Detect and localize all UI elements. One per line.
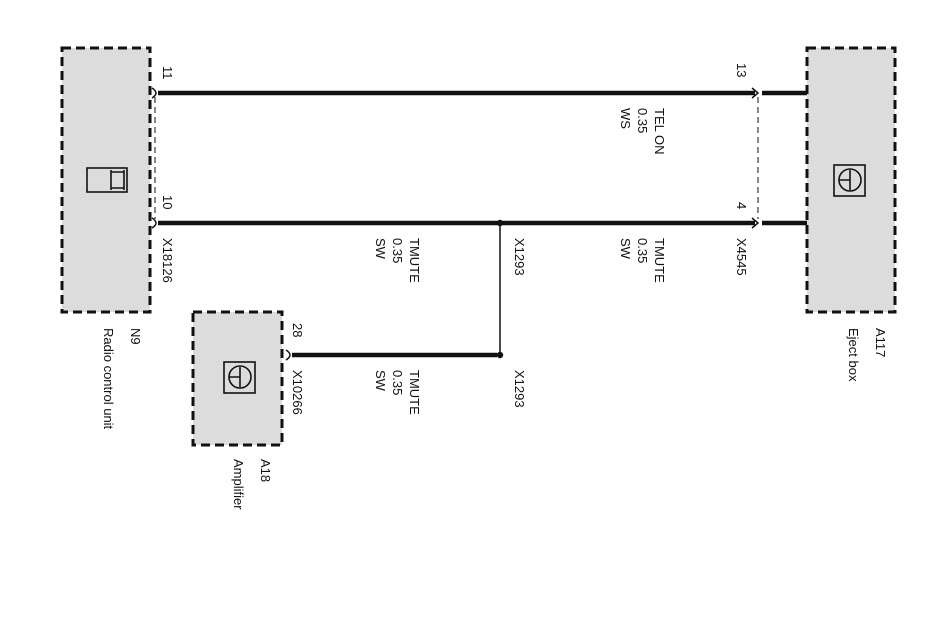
pin-10-label: 10	[160, 195, 175, 209]
splice-dot	[496, 351, 504, 359]
eject-box[interactable]	[805, 46, 897, 314]
amplifier[interactable]	[191, 310, 284, 447]
connector-x4545-label: X4545	[734, 238, 749, 276]
wire-label-tmute-right: TMUTE0.35SW	[618, 238, 667, 283]
radio-control-unit-box	[60, 46, 152, 314]
wire-label-tel-on: TEL ON0.35WS	[618, 108, 667, 154]
radio-icon	[86, 167, 128, 193]
speaker-icon	[833, 164, 866, 197]
connector-x18126-pins	[151, 87, 157, 229]
wire-label-tmute-left: TMUTE0.35SW	[373, 238, 422, 283]
splice-dot	[496, 219, 504, 227]
splice-x1293-label: X1293	[512, 238, 527, 276]
pin-4-label: 4	[734, 202, 749, 209]
connector-x10266-pin	[285, 349, 291, 361]
eject-box-label: A117Eject box	[846, 328, 888, 382]
pin-28-label: 28	[290, 323, 305, 337]
connector-x18126-label: X18126	[160, 238, 175, 283]
speaker-icon	[223, 361, 256, 394]
pin-11-label: 11	[160, 66, 175, 80]
amplifier-label: A18Amplifier	[231, 459, 273, 510]
splice-x1293-label: X1293	[512, 370, 527, 408]
pin-13-label: 13	[734, 63, 749, 77]
wire-label-tmute-amp: TMUTE0.35SW	[373, 370, 422, 415]
amplifier-box	[191, 310, 284, 447]
connector-x4545-pins	[751, 87, 760, 229]
eject-box-box	[805, 46, 897, 314]
radio-control-unit-label: N9Radio control unit	[101, 328, 143, 430]
radio-control-unit[interactable]	[60, 46, 152, 314]
connector-x10266-label: X10266	[290, 370, 305, 415]
